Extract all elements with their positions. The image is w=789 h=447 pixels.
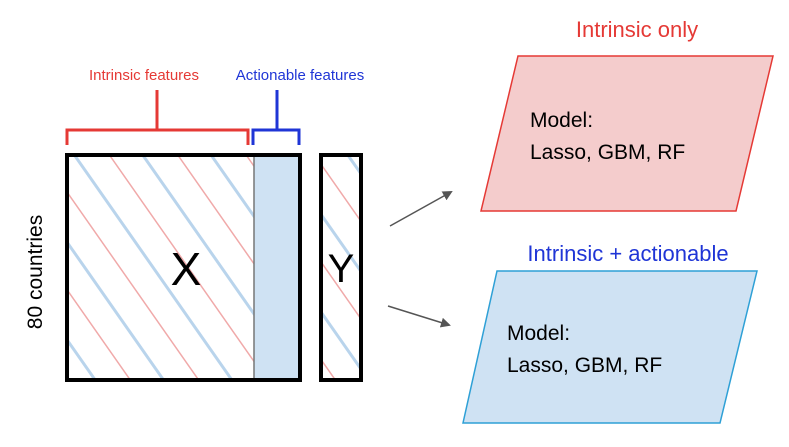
intrinsic-only-model-label: Model: <box>530 109 593 132</box>
actionable-features-bracket <box>251 90 301 145</box>
intrinsic-features-bracket <box>65 90 250 145</box>
x-intrinsic-region <box>67 155 254 380</box>
x-matrix <box>65 153 302 382</box>
intrinsic-actionable-model-label: Model: <box>507 322 570 345</box>
intrinsic-only-model-box <box>480 55 774 212</box>
intrinsic-actionable-model-box <box>462 270 758 424</box>
rows-label: 80 countries <box>24 215 47 329</box>
x-matrix-label: X <box>171 243 202 295</box>
y-vector <box>319 153 363 382</box>
actionable-features-label: Actionable features <box>236 67 364 84</box>
intrinsic-only-model-methods: Lasso, GBM, RF <box>530 141 685 164</box>
arrow-to-combined-model <box>387 305 451 328</box>
intrinsic-features-label: Intrinsic features <box>89 67 199 84</box>
x-actionable-region <box>254 155 300 380</box>
intrinsic-only-heading: Intrinsic only <box>576 17 698 42</box>
y-vector-label: Y <box>328 247 355 291</box>
intrinsic-actionable-model-methods: Lasso, GBM, RF <box>507 354 662 377</box>
arrow-to-intrinsic-model <box>389 191 453 227</box>
intrinsic-actionable-heading: Intrinsic + actionable <box>527 241 728 266</box>
